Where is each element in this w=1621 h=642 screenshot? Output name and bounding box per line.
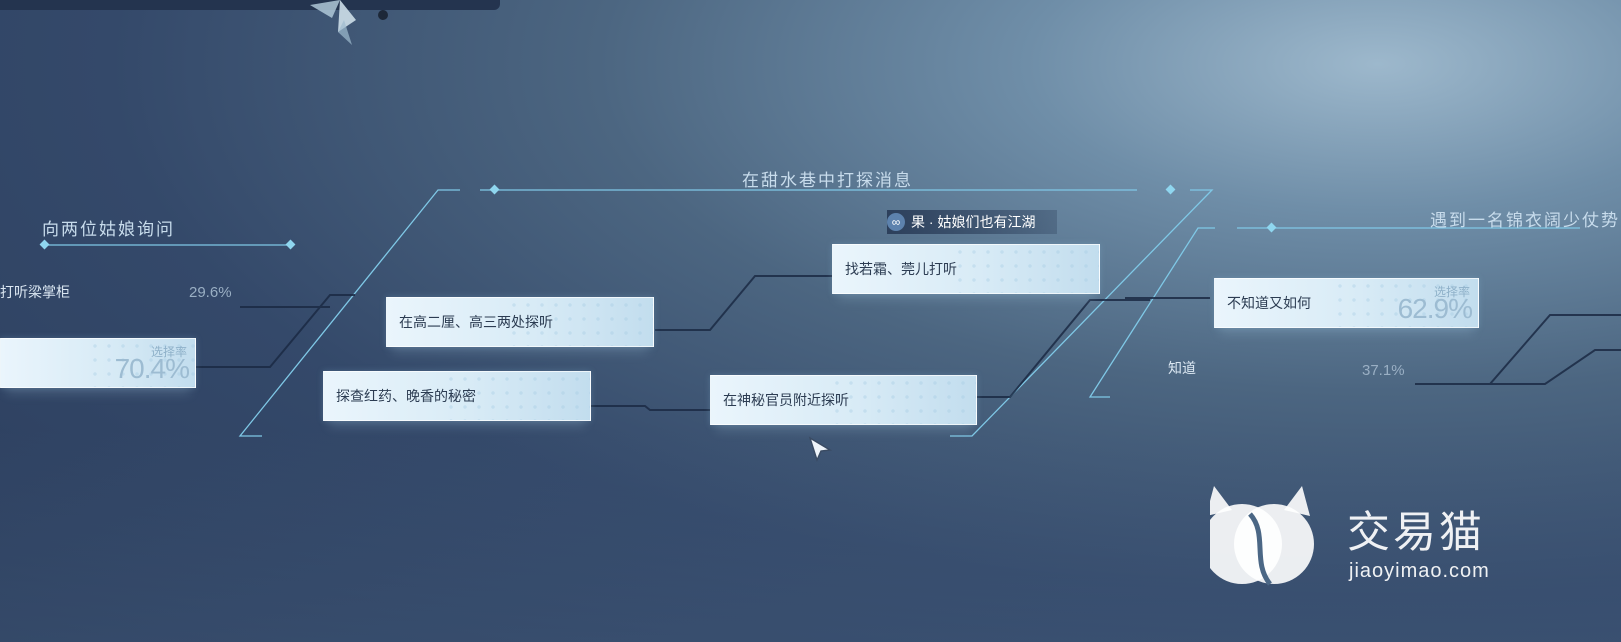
section-title-meet-young-master: 遇到一名锦衣阔少仗势: [1430, 211, 1620, 231]
selection-rate-caption: 选择率: [1433, 285, 1470, 299]
ending-tag-text: 果 · 姑娘们也有江湖: [911, 214, 1036, 230]
option-card-ask-at-gao[interactable]: 在高二厘、高三两处探听: [386, 297, 654, 347]
watermark-title: 交易猫: [1347, 509, 1485, 557]
right-unselected-percentage: 37.1%: [1362, 362, 1405, 379]
link-icon: ∞: [887, 213, 905, 231]
section-title-investigate-alley: 在甜水巷中打探消息: [742, 171, 913, 191]
option-label: 找若霜、莞儿打听: [845, 261, 957, 277]
card-pattern: [443, 372, 590, 420]
option-label: 探查红药、晚香的秘密: [336, 388, 476, 404]
mouse-cursor-icon: [808, 436, 832, 462]
card-pattern: [952, 245, 1099, 293]
option-label: 不知道又如何: [1227, 295, 1311, 311]
cat-logo-icon: [1210, 486, 1314, 586]
option-card-ask-ruoshuang[interactable]: 找若霜、莞儿打听: [832, 244, 1100, 294]
left-selected-option-card[interactable]: 选择率 70.4%: [0, 338, 196, 388]
card-pattern: [830, 376, 976, 424]
card-pattern: [88, 339, 195, 387]
background-sheen: [0, 430, 1621, 642]
option-card-investigate-secret[interactable]: 探查红药、晚香的秘密: [323, 371, 591, 421]
card-pattern: [1333, 279, 1478, 327]
option-label: 在神秘官员附近探听: [723, 392, 849, 408]
right-unselected-option-label[interactable]: 知道: [1168, 360, 1196, 376]
selection-rate-value: 70.4%: [114, 353, 190, 384]
left-unselected-percentage: 29.6%: [189, 284, 232, 301]
option-label: 在高二厘、高三两处探听: [399, 314, 553, 330]
section-title-ask-girls: 向两位姑娘询问: [42, 220, 175, 240]
watermark-url: jiaoyimao.com: [1349, 560, 1490, 582]
top-strip: [0, 0, 500, 10]
selection-rate-caption: 选择率: [150, 345, 187, 359]
selection-rate-value: 62.9%: [1397, 293, 1473, 324]
option-card-listen-official[interactable]: 在神秘官员附近探听: [710, 375, 977, 425]
right-selected-option-card[interactable]: 不知道又如何 选择率 62.9%: [1214, 278, 1479, 328]
card-pattern: [506, 298, 653, 346]
flower-decoration-icon: [310, 0, 388, 45]
ending-tag[interactable]: ∞ 果 · 姑娘们也有江湖: [887, 210, 1057, 234]
left-unselected-option-label[interactable]: 打听梁掌柜: [0, 284, 70, 300]
